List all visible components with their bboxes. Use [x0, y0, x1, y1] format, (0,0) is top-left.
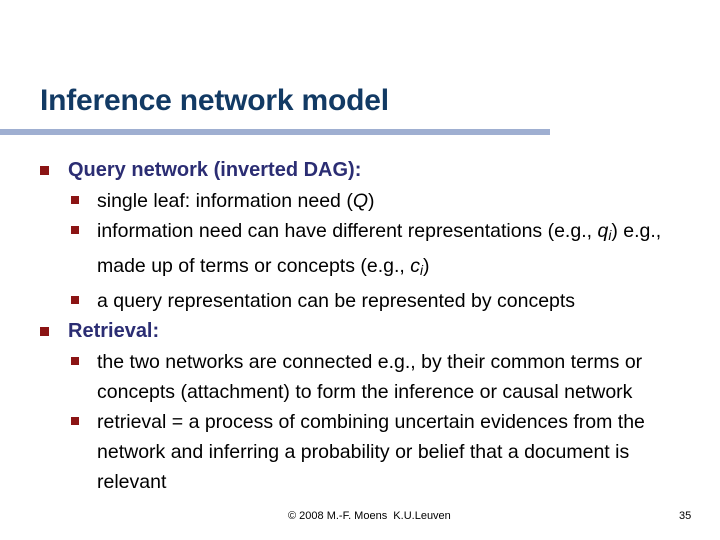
square-bullet-icon — [71, 417, 79, 425]
bullet-text: the two networks are connected e.g., by … — [97, 351, 643, 403]
bullet-heading-label: Retrieval: — [68, 320, 160, 342]
bullet-list-level2-retrieval: the two networks are connected e.g., by … — [0, 347, 720, 497]
square-bullet-icon — [71, 196, 79, 204]
bullet-text: a query representation can be represente… — [97, 290, 576, 312]
footer-copyright: © 2008 M.-F. Moens K.U.Leuven — [288, 510, 451, 522]
bullet-item-query-representation: a query representation can be represente… — [0, 286, 720, 316]
bullet-list-level2-query-network: single leaf: information need (Q) inform… — [0, 186, 720, 316]
variable-q-uppercase: Q — [352, 190, 368, 212]
square-bullet-icon — [40, 327, 49, 336]
bullet-item-networks-connected: the two networks are connected e.g., by … — [0, 347, 720, 407]
title-divider-rule — [0, 129, 550, 135]
bullet-item-representations: information need can have different repr… — [0, 216, 720, 286]
bullet-item-retrieval: Retrieval: the two networks are connecte… — [0, 316, 720, 497]
bullet-item-query-network: Query network (inverted DAG): single lea… — [0, 155, 720, 316]
square-bullet-icon — [71, 226, 79, 234]
bullet-heading-label: Query network (inverted DAG): — [68, 159, 362, 181]
square-bullet-icon — [40, 166, 49, 175]
square-bullet-icon — [71, 357, 79, 365]
bullet-text: single leaf: information need (Q) — [97, 190, 375, 212]
footer-page-number: 35 — [679, 510, 692, 522]
square-bullet-icon — [71, 296, 79, 304]
variable-q-sub-i: qi — [597, 220, 612, 243]
bullet-text: information need can have different repr… — [97, 220, 662, 278]
bullet-item-single-leaf: single leaf: information need (Q) — [0, 186, 720, 216]
slide-body: Query network (inverted DAG): single lea… — [0, 155, 720, 497]
bullet-item-retrieval-definition: retrieval = a process of combining uncer… — [0, 407, 720, 497]
variable-c-sub-i: ci — [410, 255, 424, 278]
bullet-text: retrieval = a process of combining uncer… — [97, 411, 645, 493]
bullet-list-level1: Query network (inverted DAG): single lea… — [0, 155, 720, 497]
page-title: Inference network model — [40, 84, 389, 118]
